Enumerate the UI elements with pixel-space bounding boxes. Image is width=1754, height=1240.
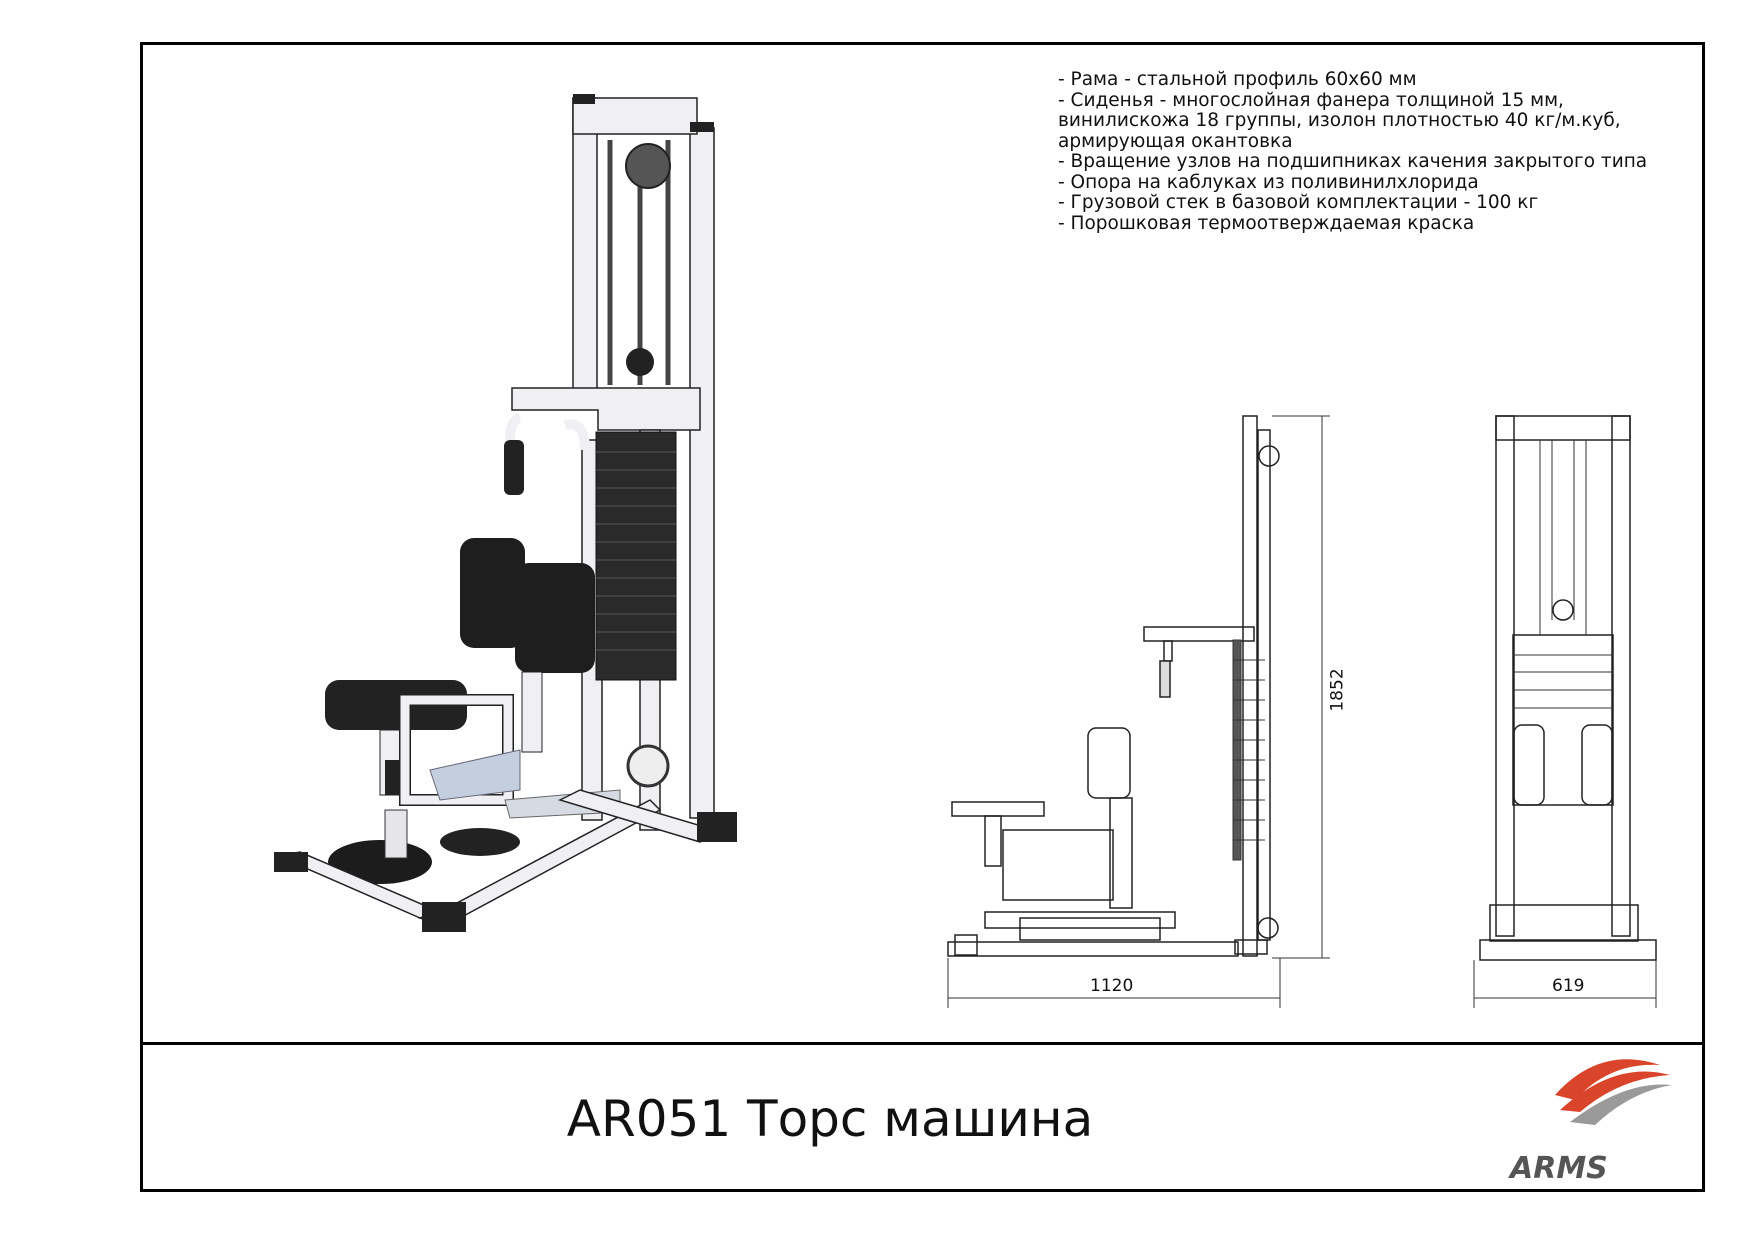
spec-line: - Вращение узлов на подшипниках качения …: [1058, 151, 1648, 172]
spec-line: - Сиденья - многослойная фанера толщиной…: [1058, 89, 1564, 111]
product-title: AR051 Торс машина: [566, 1090, 1094, 1148]
spec-line: - Опора на каблуках из поливинилхлорида: [1058, 171, 1479, 193]
spec-line: - Рама - стальной профиль 60х60 мм: [1058, 69, 1417, 90]
drawing-frame: [140, 42, 1705, 1192]
spec-line: - Порошковая термоотверждаемая краска: [1058, 212, 1475, 234]
spec-line: армирующая окантовка: [1058, 130, 1293, 152]
width-dimension: 619: [1552, 976, 1585, 996]
spec-line: - Грузовой стек в базовой комплектации -…: [1058, 192, 1539, 213]
spec-list: - Рама - стальной профиль 60х60 мм - Сид…: [1058, 69, 1698, 234]
title-block-divider: [140, 1042, 1705, 1045]
weight-stack: [595, 431, 677, 681]
logo-text: ARMS: [1508, 1151, 1608, 1186]
spec-line: винилискожа 18 группы, изолон плотностью…: [1058, 110, 1621, 131]
side-weight-stack: [1232, 639, 1265, 861]
length-dimension: 1120: [1090, 976, 1134, 996]
front-dimension-lines: [1473, 960, 1657, 1008]
dimension-lines: [947, 415, 1330, 1008]
